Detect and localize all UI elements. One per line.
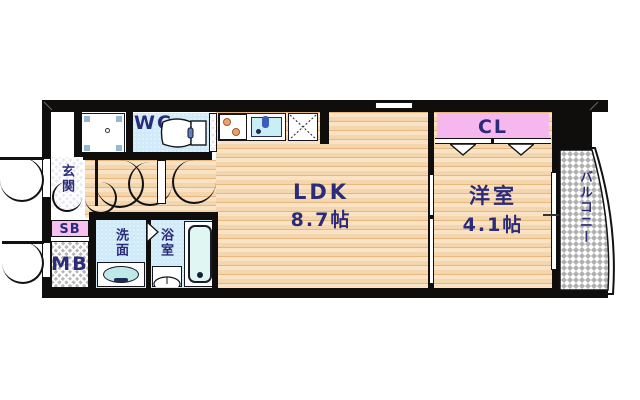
burner-front-icon	[223, 118, 231, 126]
wc-bottom-wall	[126, 152, 212, 160]
washer-bottom-wall	[74, 152, 126, 160]
drain-icon	[256, 129, 261, 134]
room-ldk-name: LDK	[292, 180, 350, 204]
duct-shaft	[209, 113, 217, 152]
room-bedroom-area: 4.1帖	[462, 214, 524, 236]
entrance-door-leaf[interactable]	[0, 157, 44, 160]
washer-left-wall	[74, 112, 82, 154]
exterior-wall-right	[552, 100, 562, 298]
ldk-top-window[interactable]	[375, 102, 413, 109]
bath-door-marker-icon[interactable]	[147, 222, 159, 242]
shower-drain-icon	[153, 276, 181, 287]
genkan-inner-door-arc[interactable]	[52, 182, 82, 212]
faucet-icon	[262, 116, 269, 128]
balcony-sliding-door[interactable]	[551, 172, 557, 270]
closet-door-marker-right-icon	[508, 144, 534, 156]
entrance-door-arc[interactable]	[0, 158, 44, 202]
room-sb-label: SB	[59, 222, 81, 237]
balcony-area	[558, 112, 615, 295]
room-senmen-label: 洗面	[113, 228, 128, 258]
corridor-door-arc-3[interactable]	[128, 162, 172, 206]
washer-corner-tr-icon	[116, 116, 122, 122]
room-closet-label: CL	[477, 116, 509, 138]
exterior-wall-left	[42, 100, 51, 298]
washer-corner-tl-icon	[84, 116, 90, 122]
ldk-bedroom-sliding-door[interactable]	[429, 175, 434, 215]
corner-ticks	[43, 101, 599, 111]
corridor-door-arc-4[interactable]	[172, 160, 216, 204]
exterior-wall-bottom	[42, 288, 608, 298]
kitchen-wall-stub	[320, 112, 329, 144]
burner-rear-icon	[232, 128, 240, 136]
mb-door-leaf[interactable]	[2, 241, 44, 244]
room-sb	[51, 220, 89, 237]
senmen-left-wall	[89, 218, 96, 288]
bath-right-wall	[212, 212, 218, 288]
mb-door-arc[interactable]	[2, 242, 44, 284]
toilet-fixture	[160, 118, 207, 148]
closet-door-marker-left-icon	[450, 144, 476, 156]
bath-left-wall	[146, 218, 151, 288]
room-bath-label: 浴室	[158, 228, 173, 258]
closet-door-split	[491, 138, 494, 144]
room-closet-cl	[437, 113, 549, 138]
vanity-faucet-icon	[114, 278, 128, 282]
exterior-wall-top	[42, 100, 608, 112]
vanity-basin	[103, 266, 139, 283]
washer-corner-br-icon	[116, 145, 122, 151]
wc-left-wall	[126, 112, 133, 154]
washer-corner-bl-icon	[84, 145, 90, 151]
balcony-label: バルコニー	[577, 170, 592, 245]
room-ldk-area: 8.7帖	[290, 209, 352, 231]
cabinet-x-icon	[289, 114, 317, 140]
room-mb-label: MB	[51, 253, 89, 275]
room-mb	[51, 241, 89, 288]
senmen-top-wall	[89, 212, 217, 220]
washer-drain-icon	[105, 128, 110, 133]
bathtub-drain-icon	[197, 272, 203, 278]
ldk-bedroom-sliding-door-b[interactable]	[429, 219, 434, 283]
corridor-door-jamb	[157, 160, 166, 204]
room-bedroom-name: 洋室	[469, 184, 517, 208]
